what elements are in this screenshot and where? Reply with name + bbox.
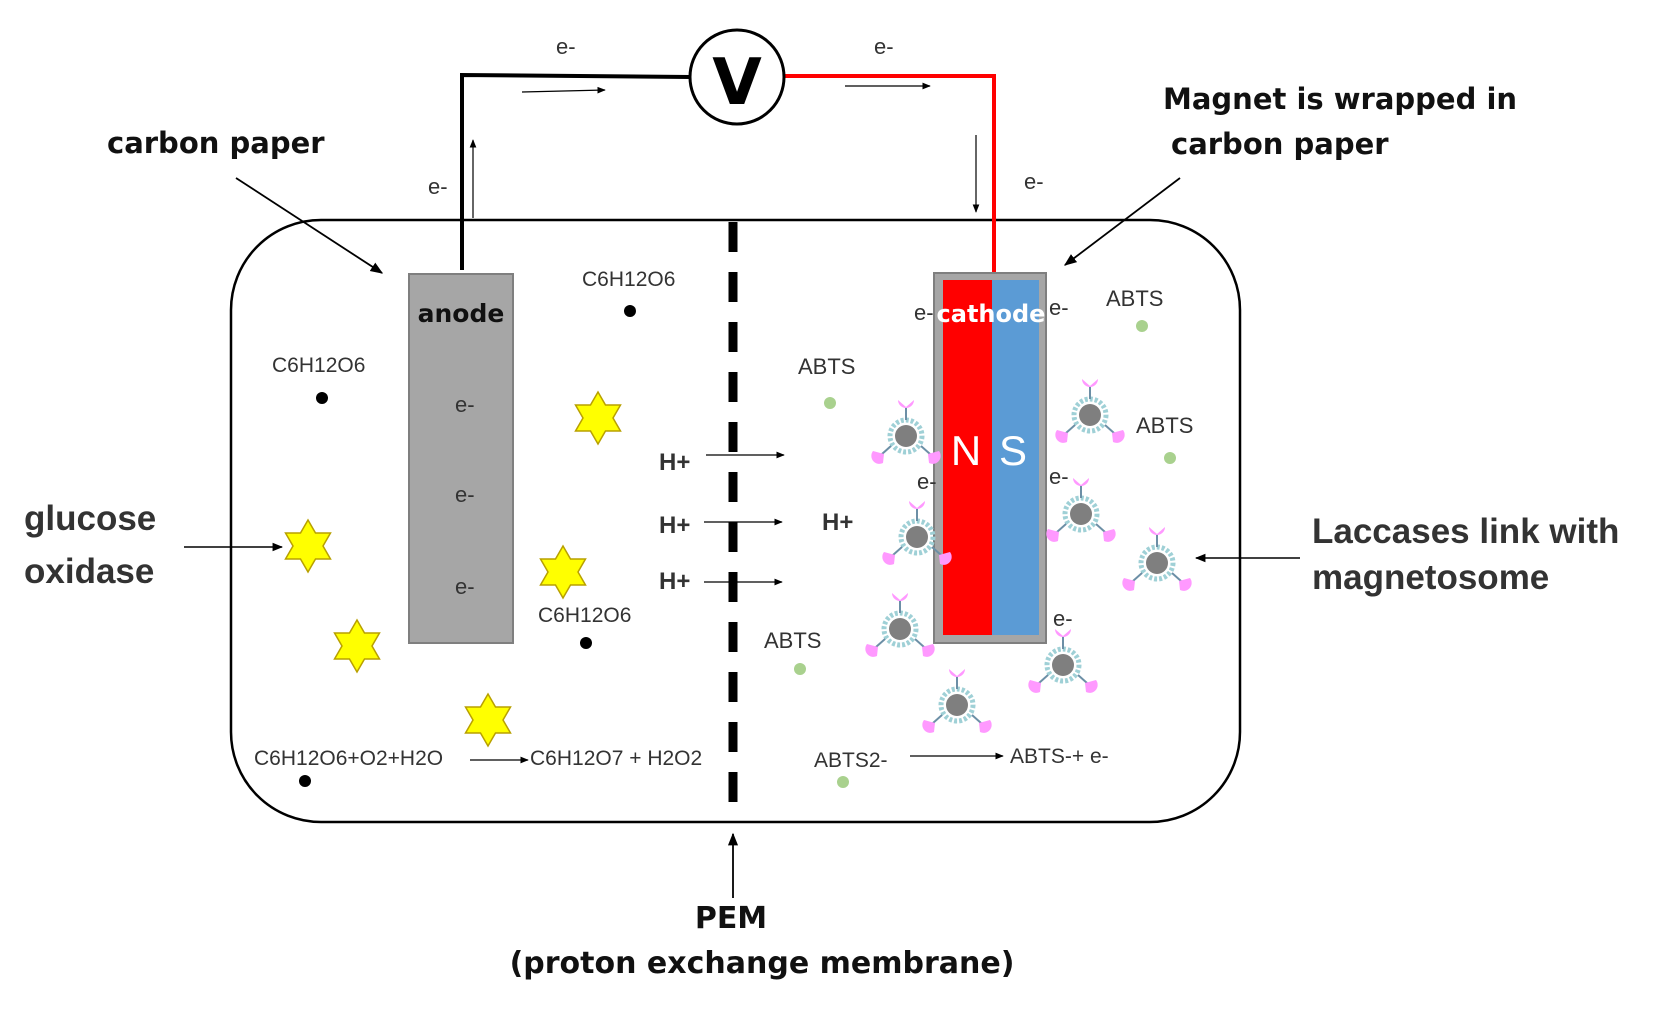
glucose-oxidase-label: oxidase: [24, 552, 154, 591]
abts-reaction-product: ABTS-+ e-: [1010, 745, 1109, 768]
glucose-label: C6H12O6: [538, 604, 631, 627]
electron-label: e-: [1053, 606, 1073, 631]
abts-molecule: [1164, 452, 1176, 464]
anode-electrode: [408, 273, 514, 644]
glucose-oxidase-label: glucose: [24, 499, 156, 538]
magnet-north-pole: [943, 280, 992, 635]
abts-label: ABTS: [1136, 413, 1193, 438]
cathode-label: cathode: [937, 300, 1046, 328]
laccase-label: Laccases link with: [1312, 512, 1619, 551]
electron-label: e-: [914, 300, 934, 325]
proton-label: H+: [659, 568, 690, 595]
glucose-molecule: [316, 392, 328, 404]
proton-label: H+: [659, 449, 690, 476]
glucose-label: C6H12O6: [272, 354, 365, 377]
magnet-label: Magnet is wrapped in: [1163, 82, 1517, 116]
carbon-paper-pointer: [235, 177, 384, 274]
electron-label: e-: [1049, 464, 1069, 489]
proton-label: H+: [659, 512, 690, 539]
glucose-molecule: [299, 775, 311, 787]
south-pole-label: S: [999, 427, 1027, 474]
carbon-paper-label: carbon paper: [107, 126, 325, 160]
electron-label: e-: [1049, 295, 1069, 320]
electron-label: e-: [428, 174, 448, 199]
electron-label: e-: [455, 574, 475, 599]
abts-molecule: [794, 663, 806, 675]
electron-label: e-: [455, 482, 475, 507]
pem-label: (proton exchange membrane): [510, 946, 1015, 981]
abts-molecule: [1136, 320, 1148, 332]
abts-label: ABTS: [1106, 286, 1163, 311]
magnet-label: carbon paper: [1171, 127, 1389, 161]
voltmeter-symbol: V: [712, 46, 762, 120]
magnet-south-pole: [992, 280, 1039, 635]
laccase-label: magnetosome: [1312, 558, 1549, 597]
abts-label: ABTS: [798, 354, 855, 379]
glucose-reaction-products: C6H12O7 + H2O2: [530, 747, 702, 770]
abts-reaction-reactant: ABTS2-: [814, 749, 888, 772]
negative-wire: [460, 72, 691, 270]
glucose-reaction-reactants: C6H12O6+O2+H2O: [254, 747, 443, 770]
glucose-molecule: [580, 637, 592, 649]
electron-label: e-: [874, 34, 894, 59]
positive-wire: [784, 74, 996, 278]
electron-label: e-: [917, 469, 937, 494]
pem-label: PEM: [695, 901, 767, 936]
electron-label: e-: [455, 392, 475, 417]
abts-molecule: [824, 397, 836, 409]
anode-label: anode: [418, 299, 505, 328]
abts-label: ABTS: [764, 628, 821, 653]
voltmeter: [688, 28, 786, 126]
glucose-label: C6H12O6: [582, 268, 675, 291]
north-pole-label: N: [951, 427, 981, 474]
proton-label: H+: [822, 509, 853, 536]
glucose-molecule: [624, 305, 636, 317]
electron-flow-arrow-top-left: [521, 86, 606, 94]
electron-label: e-: [556, 34, 576, 59]
electron-label: e-: [1024, 169, 1044, 194]
magnet-pointer: [1063, 177, 1181, 266]
abts-molecule: [837, 776, 849, 788]
